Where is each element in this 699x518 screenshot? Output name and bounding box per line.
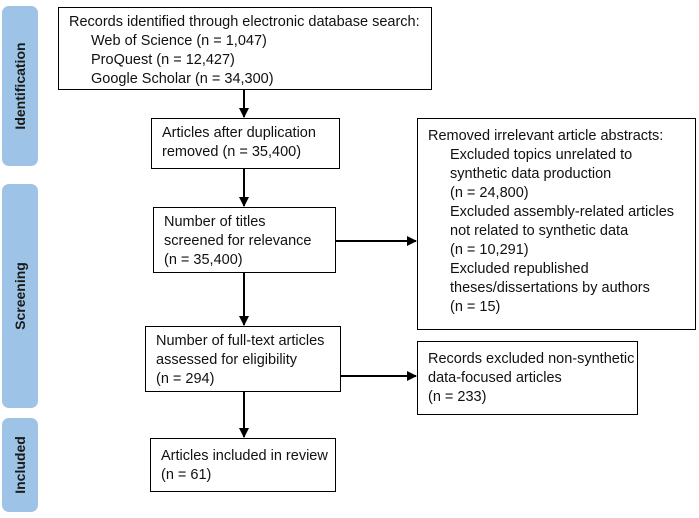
included-review-box: Articles included in review (n = 61)	[150, 438, 336, 492]
titles-screened-line-1: Number of titles	[164, 214, 266, 230]
removed-abstracts-line-4: Excluded assembly-related articles	[450, 204, 675, 220]
removed-abstracts-line-7: Excluded republished	[450, 261, 589, 277]
after-duplication-box: Articles after duplication removed (n = …	[151, 118, 340, 169]
removed-abstracts-line-3: (n = 24,800)	[450, 185, 529, 201]
titles-screened-box: Number of titles screened for relevance …	[153, 207, 336, 273]
removed-abstracts-line-1: Excluded topics unrelated to	[450, 147, 633, 163]
excluded-records-line-2: data-focused articles	[428, 370, 562, 386]
full-text-box: Number of full-text articles assessed fo…	[145, 326, 341, 392]
removed-abstracts-line-2: synthetic data production	[450, 166, 612, 182]
excluded-records-line-1: Records excluded non-synthetic	[428, 351, 635, 367]
excluded-records-box: Records excluded non-synthetic data-focu…	[417, 341, 638, 415]
records-identified-box: Records identified through electronic da…	[58, 7, 432, 90]
full-text-line-1: Number of full-text articles	[156, 333, 325, 349]
source-proquest: ProQuest (n = 12,427)	[91, 52, 235, 68]
phase-screening: Screening	[2, 184, 38, 408]
titles-screened-line-2: screened for relevance	[164, 233, 312, 249]
removed-abstracts-line-9: (n = 15)	[450, 299, 501, 315]
full-text-line-3: (n = 294)	[156, 371, 215, 387]
after-duplication-line-2: removed (n = 35,400)	[162, 144, 302, 160]
phase-included: Included	[2, 418, 38, 512]
removed-abstracts-line-8: theses/dissertations by authors	[450, 280, 650, 296]
titles-screened-line-3: (n = 35,400)	[164, 252, 243, 268]
included-review-line-1: Articles included in review	[161, 448, 328, 464]
removed-abstracts-line-6: (n = 10,291)	[450, 242, 529, 258]
phase-identification: Identification	[2, 6, 38, 166]
source-web-of-science: Web of Science (n = 1,047)	[91, 33, 267, 49]
removed-abstracts-line-5: not related to synthetic data	[450, 223, 629, 239]
full-text-line-2: assessed for eligibility	[156, 352, 298, 368]
after-duplication-line-1: Articles after duplication	[162, 125, 316, 141]
removed-abstracts-heading: Removed irrelevant article abstracts:	[428, 128, 664, 144]
source-google-scholar: Google Scholar (n = 34,300)	[91, 71, 274, 87]
records-identified-heading: Records identified through electronic da…	[69, 14, 420, 30]
included-review-line-2: (n = 61)	[161, 467, 212, 483]
excluded-records-line-3: (n = 233)	[428, 389, 487, 405]
removed-abstracts-box: Removed irrelevant article abstracts: Ex…	[417, 118, 696, 330]
